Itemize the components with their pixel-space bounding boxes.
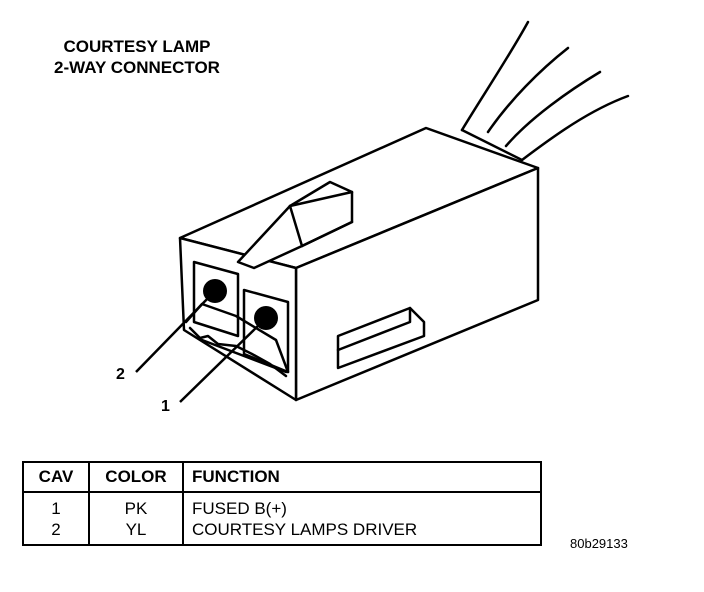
title-line-1: COURTESY LAMP — [63, 37, 211, 56]
leader-line-1 — [179, 321, 263, 403]
cell-color: YL — [88, 519, 184, 546]
header-color: COLOR — [88, 461, 184, 493]
connector-latch — [236, 180, 354, 270]
callout-2: 2 — [116, 366, 125, 383]
callout-1: 1 — [161, 398, 170, 415]
cell-cav: 1 — [22, 492, 90, 519]
title-line-2: 2-WAY CONNECTOR — [54, 58, 220, 77]
wire-bundle — [460, 20, 630, 162]
pinout-table: CAV COLOR FUNCTION 1 PK FUSED B(+) 2 YL … — [22, 461, 542, 546]
figure-id: 80b29133 — [570, 536, 628, 551]
leader-line-2 — [135, 293, 213, 373]
header-cav: CAV — [22, 461, 90, 493]
table-row: 2 YL COURTESY LAMPS DRIVER — [22, 519, 542, 546]
cell-color: PK — [88, 492, 184, 519]
cell-function: COURTESY LAMPS DRIVER — [182, 519, 542, 546]
side-tab — [336, 306, 426, 370]
table-header-row: CAV COLOR FUNCTION — [22, 461, 542, 493]
header-function: FUNCTION — [182, 461, 542, 493]
table-row: 1 PK FUSED B(+) — [22, 492, 542, 519]
diagram-title: COURTESY LAMP 2-WAY CONNECTOR — [32, 36, 242, 78]
cell-cav: 2 — [22, 519, 90, 546]
cell-function: FUSED B(+) — [182, 492, 542, 519]
cavity-1 — [188, 288, 290, 378]
